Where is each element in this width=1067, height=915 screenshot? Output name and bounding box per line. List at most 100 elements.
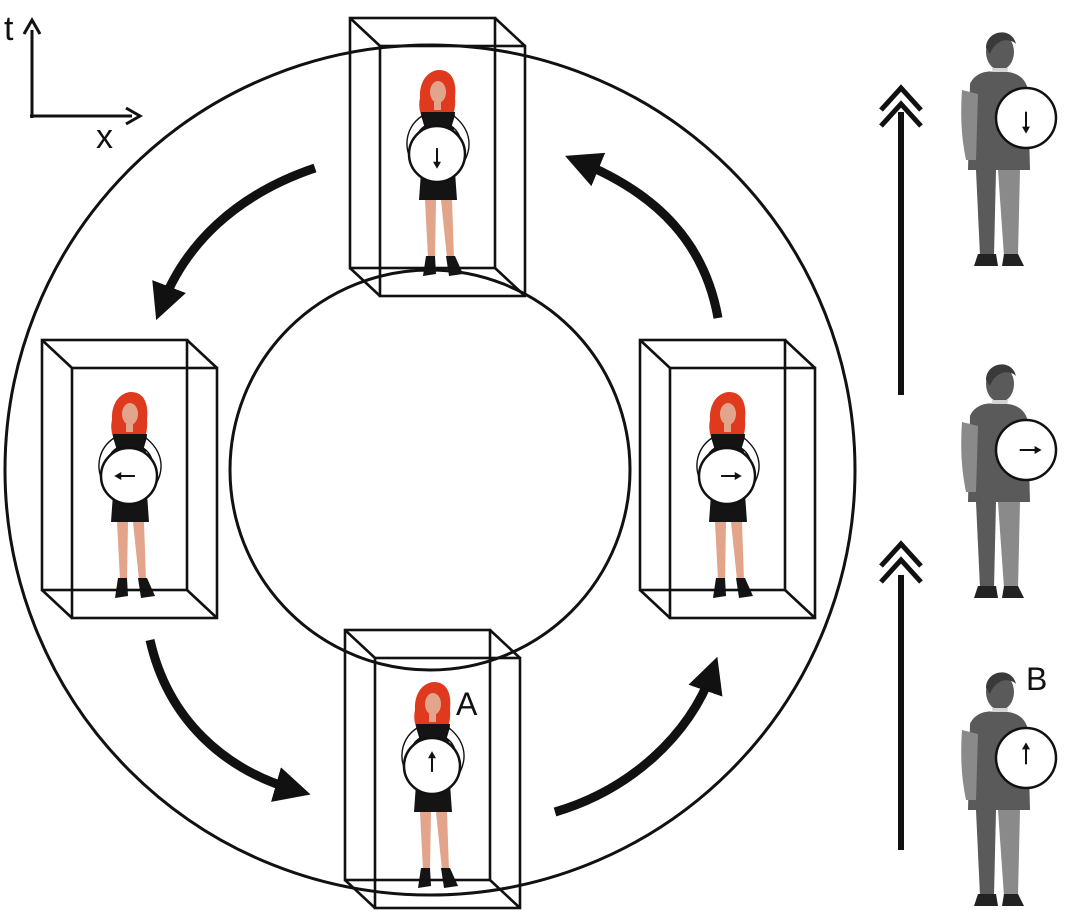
clock-hand-tip <box>114 472 122 480</box>
frame-edge <box>349 267 381 297</box>
clock-hand-tip <box>734 472 742 480</box>
right-leg <box>436 812 449 870</box>
frame-edge <box>639 339 671 369</box>
space-axis-label: x <box>96 118 113 156</box>
traveler-clock <box>402 736 462 796</box>
right-boot <box>736 578 753 598</box>
left-arm <box>961 730 978 800</box>
face <box>430 81 446 103</box>
cycle-arrow-right-to-top <box>565 152 723 319</box>
left-leg <box>117 522 128 580</box>
hair <box>986 364 1016 386</box>
face <box>720 403 736 425</box>
traveler-frame-right <box>638 338 817 620</box>
frame-edge <box>186 339 218 369</box>
frame-edge <box>344 629 376 659</box>
right-leg <box>731 522 744 580</box>
frame-back <box>373 656 522 910</box>
left-boot <box>418 868 431 888</box>
observer-clock <box>994 418 1058 482</box>
frame-edge <box>489 879 521 909</box>
frame-edge <box>489 629 521 659</box>
frame-edge <box>186 589 218 619</box>
left-boot <box>713 578 726 598</box>
left-boot <box>423 256 436 276</box>
stationary-observer-top <box>961 32 1058 266</box>
frame-edge <box>41 339 73 369</box>
right-boot <box>441 868 458 888</box>
traveler-frame-top <box>348 16 527 298</box>
cycle-arrows <box>145 152 723 817</box>
traveler-label-a: A <box>456 686 478 722</box>
traveler-clock <box>99 446 159 506</box>
neck <box>434 102 441 110</box>
frame-edge <box>784 589 816 619</box>
axes-indicator: t x <box>4 10 144 156</box>
left-boot <box>115 578 128 598</box>
cycle-arrow-top-to-left <box>152 163 317 321</box>
left-shoe <box>974 586 998 598</box>
frame-edge <box>494 267 526 297</box>
time-axis-label: t <box>4 10 14 48</box>
right-trouser <box>998 502 1020 588</box>
frame-back <box>70 366 219 620</box>
traveler-clock <box>407 124 467 184</box>
traveler-figure <box>401 682 465 888</box>
left-leg <box>715 522 726 580</box>
right-leg <box>133 522 146 580</box>
clock-hand-tip <box>1034 446 1042 454</box>
frame-edge <box>494 17 526 47</box>
stationary-label-b: B <box>1026 661 1047 697</box>
worldline-lower-chevron-1 <box>879 556 923 584</box>
neck <box>724 424 731 432</box>
frame-edge <box>639 589 671 619</box>
space-axis-arrowhead <box>125 106 144 126</box>
right-shoe <box>1002 894 1024 906</box>
hair <box>986 672 1016 694</box>
traveler-figure <box>406 70 470 276</box>
right-trouser <box>998 810 1020 896</box>
traveler-figure <box>696 392 760 598</box>
frame-front <box>348 16 497 270</box>
inner-ring <box>228 268 632 672</box>
clock-hand-tip <box>433 161 441 169</box>
left-shoe <box>974 254 998 266</box>
worldline-lower-chevron-2 <box>879 540 923 568</box>
left-trouser <box>976 170 996 256</box>
frame-edge <box>344 879 376 909</box>
stationary-observer-bottom <box>961 672 1058 906</box>
frame-back <box>378 44 527 298</box>
left-trouser <box>976 810 996 896</box>
left-leg <box>420 812 431 870</box>
face <box>122 403 138 425</box>
frame-edge <box>784 339 816 369</box>
left-trouser <box>976 502 996 588</box>
left-arm <box>961 90 978 160</box>
right-shoe <box>1002 586 1024 598</box>
frame-edge <box>349 17 381 47</box>
observer-clock <box>994 726 1058 790</box>
left-leg <box>425 200 436 258</box>
frame-front <box>638 338 787 592</box>
right-boot <box>446 256 463 276</box>
observer-clock <box>994 86 1058 150</box>
cycle-arrow-bottom-to-right <box>553 656 723 817</box>
traveler-frame-bottom <box>343 628 522 910</box>
left-arm <box>961 422 978 492</box>
neck <box>429 714 436 722</box>
left-shoe <box>974 894 998 906</box>
frame-edge <box>41 589 73 619</box>
hair <box>986 32 1016 54</box>
right-leg <box>441 200 454 258</box>
neck <box>126 424 133 432</box>
frame-front <box>40 338 189 592</box>
clock-hand-tip <box>428 751 436 759</box>
traveler-frame-left <box>40 338 219 620</box>
worldline-arrows <box>879 84 923 850</box>
stationary-observer-middle <box>961 364 1058 598</box>
worldline-upper-chevron-1 <box>879 100 923 128</box>
clock-hand-tip <box>1022 742 1030 750</box>
time-axis-arrowhead <box>22 16 42 35</box>
